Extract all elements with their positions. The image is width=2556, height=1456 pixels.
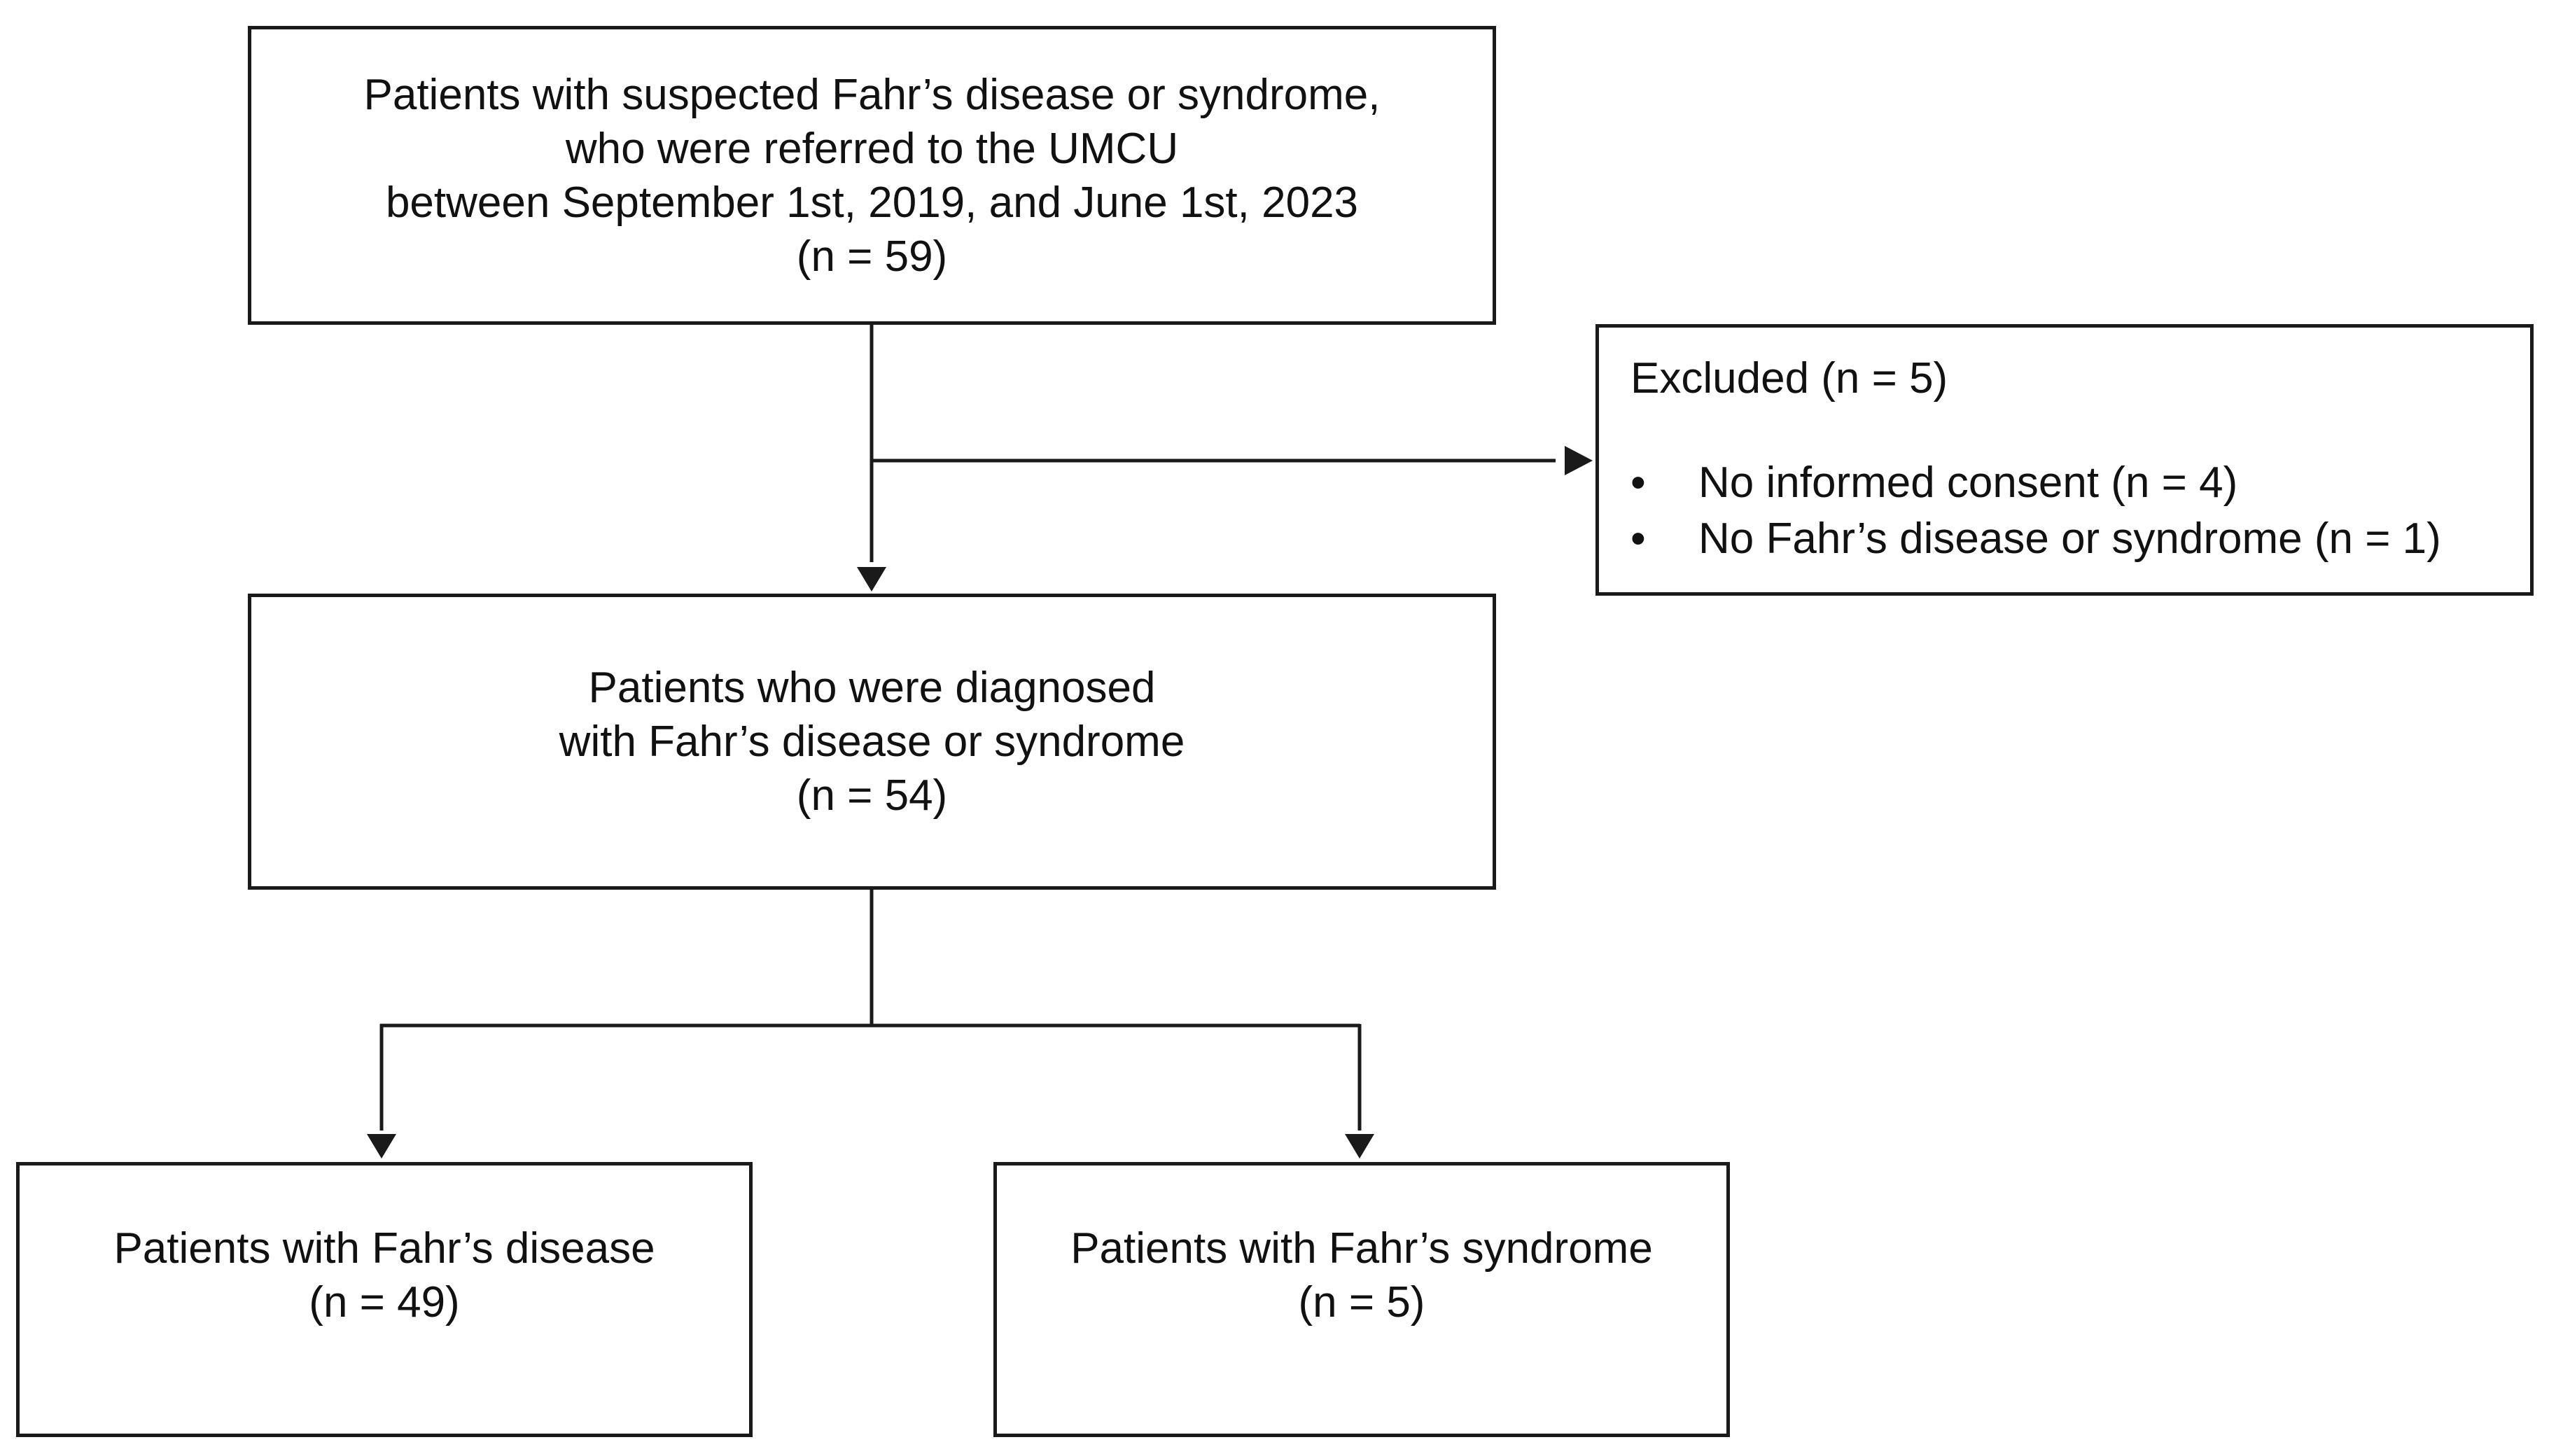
disease-box: Patients with Fahr’s disease (n = 49) xyxy=(16,1162,753,1437)
excluded-title: Excluded (n = 5) xyxy=(1630,354,1948,402)
screening-box: Patients with suspected Fahr’s disease o… xyxy=(248,26,1496,325)
arrowhead-to-diagnosed xyxy=(857,567,886,592)
arrowhead-to-excluded xyxy=(1565,446,1593,475)
screening-line-2: who were referred to the UMCU xyxy=(565,124,1179,173)
screening-count: (n = 59) xyxy=(796,232,948,281)
excluded-box: Excluded (n = 5) • No informed consent (… xyxy=(1595,324,2534,596)
arrowhead-to-syndrome xyxy=(1345,1134,1374,1158)
disease-count: (n = 49) xyxy=(309,1278,460,1326)
bullet-icon: • xyxy=(1630,514,1646,563)
excluded-reason-no-fahr: No Fahr’s disease or syndrome (n = 1) xyxy=(1698,514,2441,563)
syndrome-count: (n = 5) xyxy=(1298,1278,1425,1326)
disease-label: Patients with Fahr’s disease xyxy=(113,1224,655,1273)
syndrome-label: Patients with Fahr’s syndrome xyxy=(1070,1224,1653,1273)
excluded-reasons-list: • No informed consent (n = 4) • No Fahr’… xyxy=(1630,455,2441,567)
arrowhead-to-disease xyxy=(367,1134,396,1158)
bullet-icon: • xyxy=(1630,458,1646,507)
screening-line-1: Patients with suspected Fahr’s disease o… xyxy=(363,70,1381,119)
excluded-reason-item: • No informed consent (n = 4) xyxy=(1630,455,2441,511)
diagnosed-count: (n = 54) xyxy=(796,771,948,820)
diagnosed-line-2: with Fahr’s disease or syndrome xyxy=(559,718,1185,766)
excluded-reason-item: • No Fahr’s disease or syndrome (n = 1) xyxy=(1630,511,2441,567)
diagnosed-line-1: Patients who were diagnosed xyxy=(588,664,1156,712)
excluded-reason-consent: No informed consent (n = 4) xyxy=(1698,458,2238,507)
screening-line-3: between September 1st, 2019, and June 1s… xyxy=(385,178,1359,227)
diagnosed-box: Patients who were diagnosed with Fahr’s … xyxy=(248,594,1496,890)
syndrome-box: Patients with Fahr’s syndrome (n = 5) xyxy=(993,1162,1730,1437)
